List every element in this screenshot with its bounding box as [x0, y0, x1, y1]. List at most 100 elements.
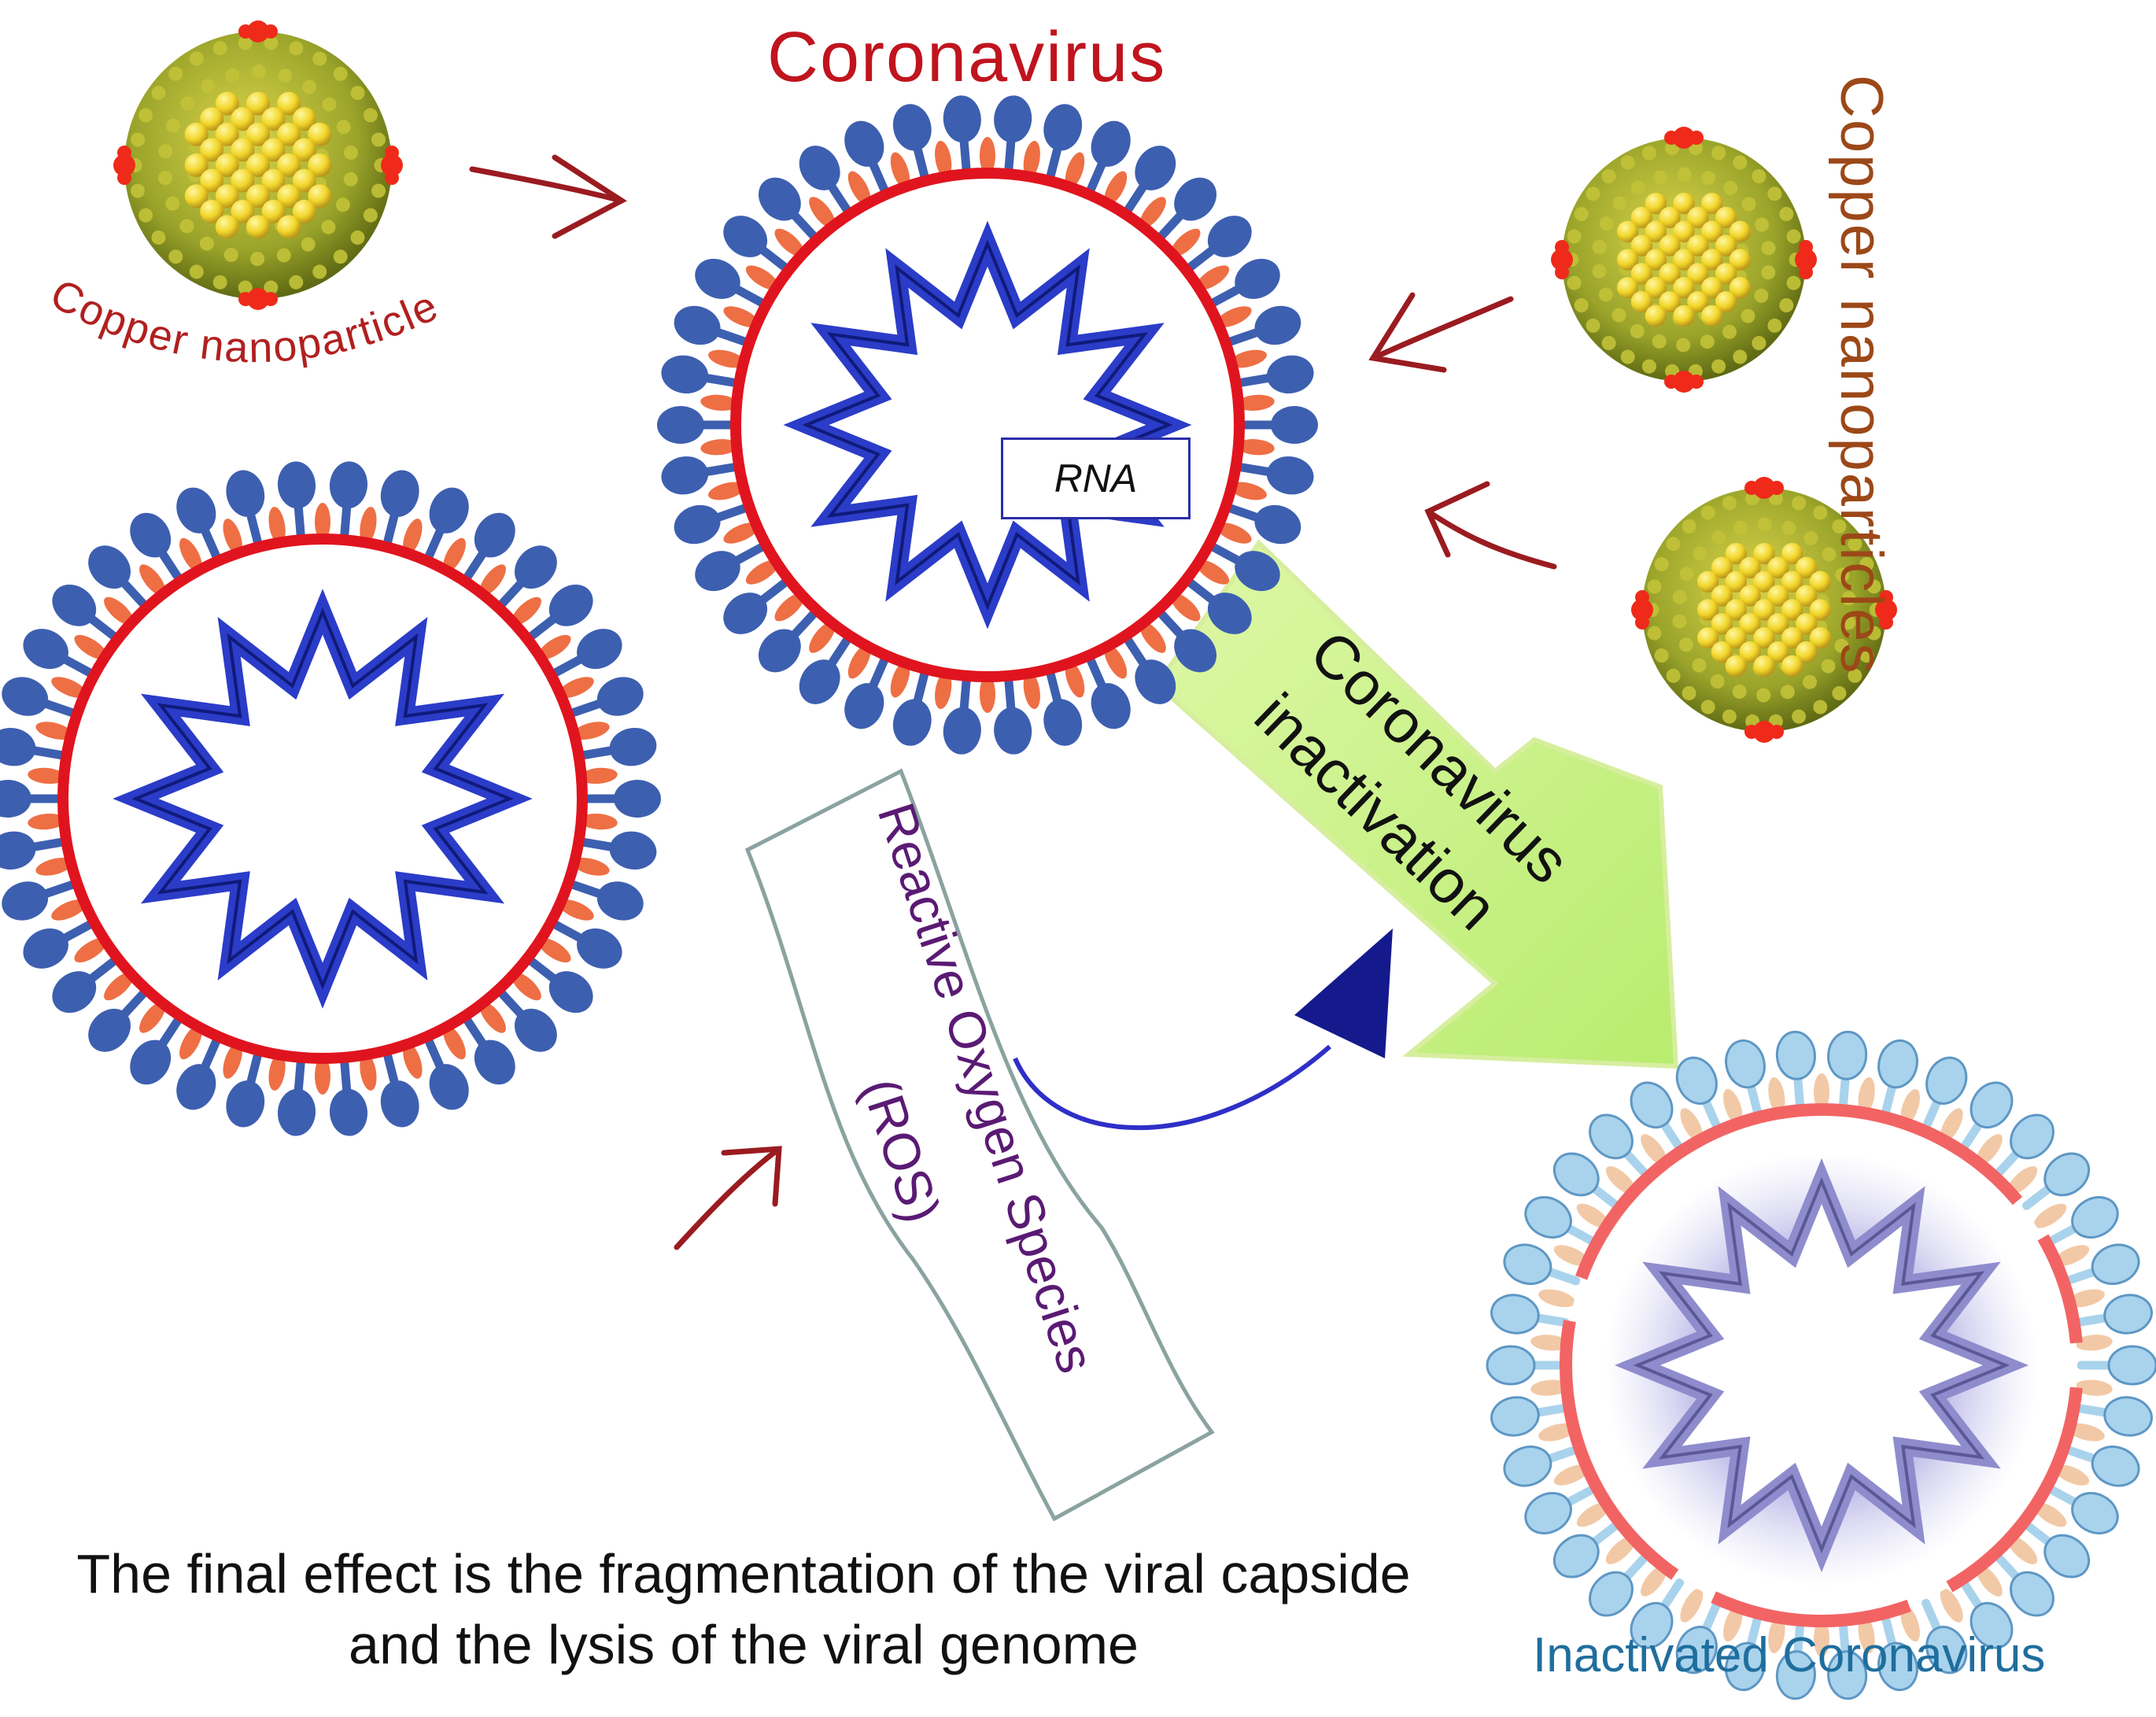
membrane-protein	[315, 503, 330, 541]
membrane-protein	[1641, 1134, 1667, 1166]
membrane-protein	[2068, 1423, 2105, 1442]
copper-atom	[231, 168, 255, 193]
spike-protein	[994, 675, 1032, 755]
spike-protein	[1086, 655, 1131, 729]
surface-marker	[1875, 599, 1897, 621]
copper-atom	[1715, 263, 1737, 285]
coronavirus-left	[0, 461, 661, 1136]
copper-atom	[1767, 613, 1789, 635]
membrane-protein	[1230, 349, 1267, 368]
membrane-protein	[1553, 1245, 1589, 1266]
membrane-protein	[1680, 1108, 1704, 1143]
copper-atom	[1781, 627, 1803, 649]
spike-protein	[2, 677, 78, 718]
copper-atom	[1739, 585, 1761, 607]
spike-protein	[424, 487, 469, 562]
membrane-protein	[890, 661, 910, 698]
spike-protein	[1552, 1520, 1622, 1579]
surface-marker	[1795, 249, 1817, 271]
copper-atom	[1767, 556, 1789, 579]
membrane-protein	[1139, 621, 1166, 653]
membrane-protein	[579, 767, 618, 785]
copper-atom	[184, 122, 209, 146]
copper-atom	[1809, 599, 1832, 621]
membrane-protein	[745, 265, 779, 290]
spike-protein	[1775, 1030, 1816, 1111]
spike-protein	[329, 461, 368, 541]
spike-protein	[1490, 1396, 1570, 1437]
spike-protein	[1524, 1484, 1598, 1534]
membrane-protein	[1814, 1073, 1829, 1111]
copper-atom	[1701, 277, 1723, 299]
copper-atom	[1673, 305, 1695, 327]
spike-protein	[657, 406, 737, 444]
copper-atom	[261, 199, 286, 223]
membrane-protein	[1940, 1588, 1963, 1623]
copper-atom	[1673, 249, 1695, 271]
spike-protein	[2077, 1345, 2156, 1386]
spike-protein	[497, 988, 557, 1052]
membrane-protein	[74, 937, 108, 963]
spike-protein	[462, 512, 515, 582]
spike-protein	[799, 634, 852, 704]
membrane-protein	[403, 1042, 423, 1079]
ros-ribbon	[744, 768, 1215, 1522]
copper-atom	[1809, 570, 1832, 593]
envelope-fragment	[1575, 1102, 2023, 1280]
membrane-protein	[2054, 1245, 2090, 1266]
membrane-protein	[1196, 559, 1230, 585]
copper-atom	[1795, 556, 1818, 579]
membrane-protein	[1605, 1536, 1636, 1564]
spike-protein	[1775, 1619, 1816, 1700]
spike-protein	[758, 608, 819, 673]
spike-protein	[1043, 104, 1083, 182]
copper-atom	[1753, 655, 1775, 678]
spike-protein	[2045, 1196, 2119, 1246]
copper-atom	[1715, 290, 1737, 313]
copper-atom	[1795, 613, 1818, 635]
copper-atom	[1739, 641, 1761, 663]
surface-marker	[1753, 477, 1775, 499]
copper-atom	[1645, 305, 1667, 327]
copper-atom	[1687, 234, 1709, 257]
membrane-protein	[179, 1025, 202, 1060]
membrane-protein	[700, 439, 739, 456]
membrane-protein	[104, 972, 134, 1001]
membrane-protein	[443, 537, 466, 573]
membrane-protein	[2033, 1203, 2067, 1228]
copper-atom	[246, 122, 270, 146]
spike-protein	[277, 461, 316, 541]
copper-atom	[277, 215, 301, 239]
spike-protein	[550, 629, 622, 678]
surface-marker	[1673, 127, 1695, 149]
spike-protein	[1630, 1081, 1684, 1153]
membrane-protein	[700, 394, 739, 411]
spike-protein	[723, 578, 790, 634]
copper-atom	[1715, 206, 1737, 229]
membrane-protein	[1641, 1564, 1667, 1597]
membrane-protein	[890, 152, 910, 189]
copper-atom	[1711, 585, 1733, 607]
spike-protein	[2073, 1294, 2153, 1335]
membrane-protein	[223, 1042, 242, 1079]
copper-atom	[1781, 655, 1803, 678]
copper-atom	[184, 184, 209, 209]
copper-atom	[1701, 249, 1723, 271]
spike-protein	[526, 584, 593, 641]
copper-atom	[215, 122, 239, 146]
spike-protein	[462, 1015, 515, 1085]
copper-atom	[1711, 613, 1733, 635]
spike-protein	[578, 831, 657, 870]
spike-protein	[1208, 258, 1280, 308]
spike-protein	[1185, 216, 1252, 272]
membrane-protein	[2068, 1289, 2105, 1308]
membrane-protein	[1814, 1619, 1829, 1657]
membrane-protein	[559, 677, 594, 698]
membrane-protein	[708, 349, 745, 368]
membrane-protein	[51, 899, 87, 921]
surface-marker	[1551, 249, 1573, 271]
membrane-protein	[1723, 1088, 1743, 1125]
membrane-protein	[723, 522, 759, 544]
membrane-protein	[774, 228, 805, 257]
